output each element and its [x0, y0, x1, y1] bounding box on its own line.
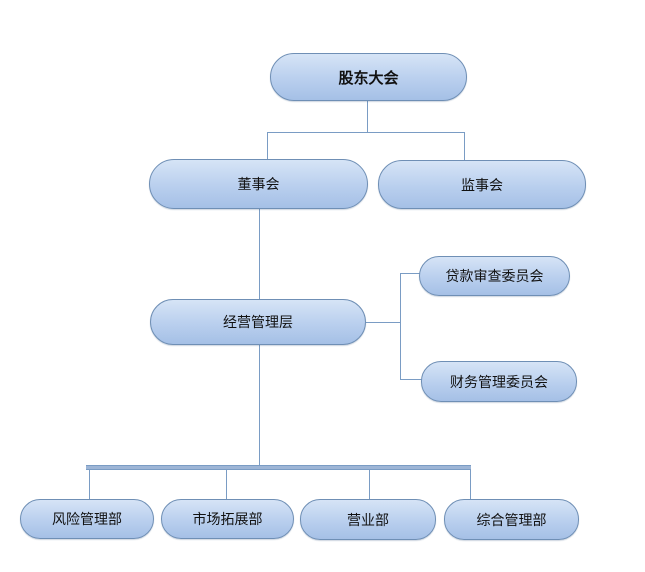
node-label: 财务管理委员会: [450, 374, 548, 391]
connector-management-down: [259, 344, 260, 466]
node-label: 董事会: [237, 177, 280, 193]
connector-root-down: [367, 101, 368, 133]
node-label: 股东大会: [338, 68, 399, 87]
connector-top-bar: [267, 132, 465, 133]
node-finance-committee: 财务管理委员会: [421, 361, 577, 402]
connector-to-general-dept: [470, 469, 471, 499]
node-general-dept: 综合管理部: [444, 499, 579, 540]
node-label: 市场拓展部: [192, 512, 263, 528]
node-label: 监事会: [461, 177, 503, 194]
node-management: 经营管理层: [150, 299, 366, 345]
connector-committee-vertical: [400, 273, 401, 380]
connector-to-risk-dept: [89, 469, 90, 499]
connector-to-board: [267, 132, 268, 159]
node-shareholders-meeting: 股东大会: [270, 53, 467, 101]
node-loan-review-committee: 贷款审查委员会: [419, 256, 570, 296]
connector-management-right: [365, 322, 401, 323]
connector-to-market-dept: [226, 469, 227, 499]
connector-to-finance-committee: [400, 379, 422, 380]
connector-board-to-management: [259, 209, 260, 299]
connector-to-loan-committee: [400, 273, 420, 274]
node-label: 经营管理层: [223, 315, 293, 331]
node-board-of-supervisors: 监事会: [378, 160, 586, 209]
node-risk-dept: 风险管理部: [20, 499, 154, 539]
node-market-dept: 市场拓展部: [161, 499, 294, 539]
node-label: 贷款审查委员会: [445, 269, 544, 285]
node-label: 综合管理部: [476, 512, 547, 529]
node-business-dept: 营业部: [300, 499, 436, 540]
connector-department-bus: [86, 465, 471, 470]
node-board-of-directors: 董事会: [149, 159, 368, 209]
node-label: 营业部: [347, 512, 389, 529]
node-label: 风险管理部: [52, 512, 122, 528]
connector-to-business-dept: [369, 469, 370, 499]
connector-to-supervisors: [464, 132, 465, 160]
